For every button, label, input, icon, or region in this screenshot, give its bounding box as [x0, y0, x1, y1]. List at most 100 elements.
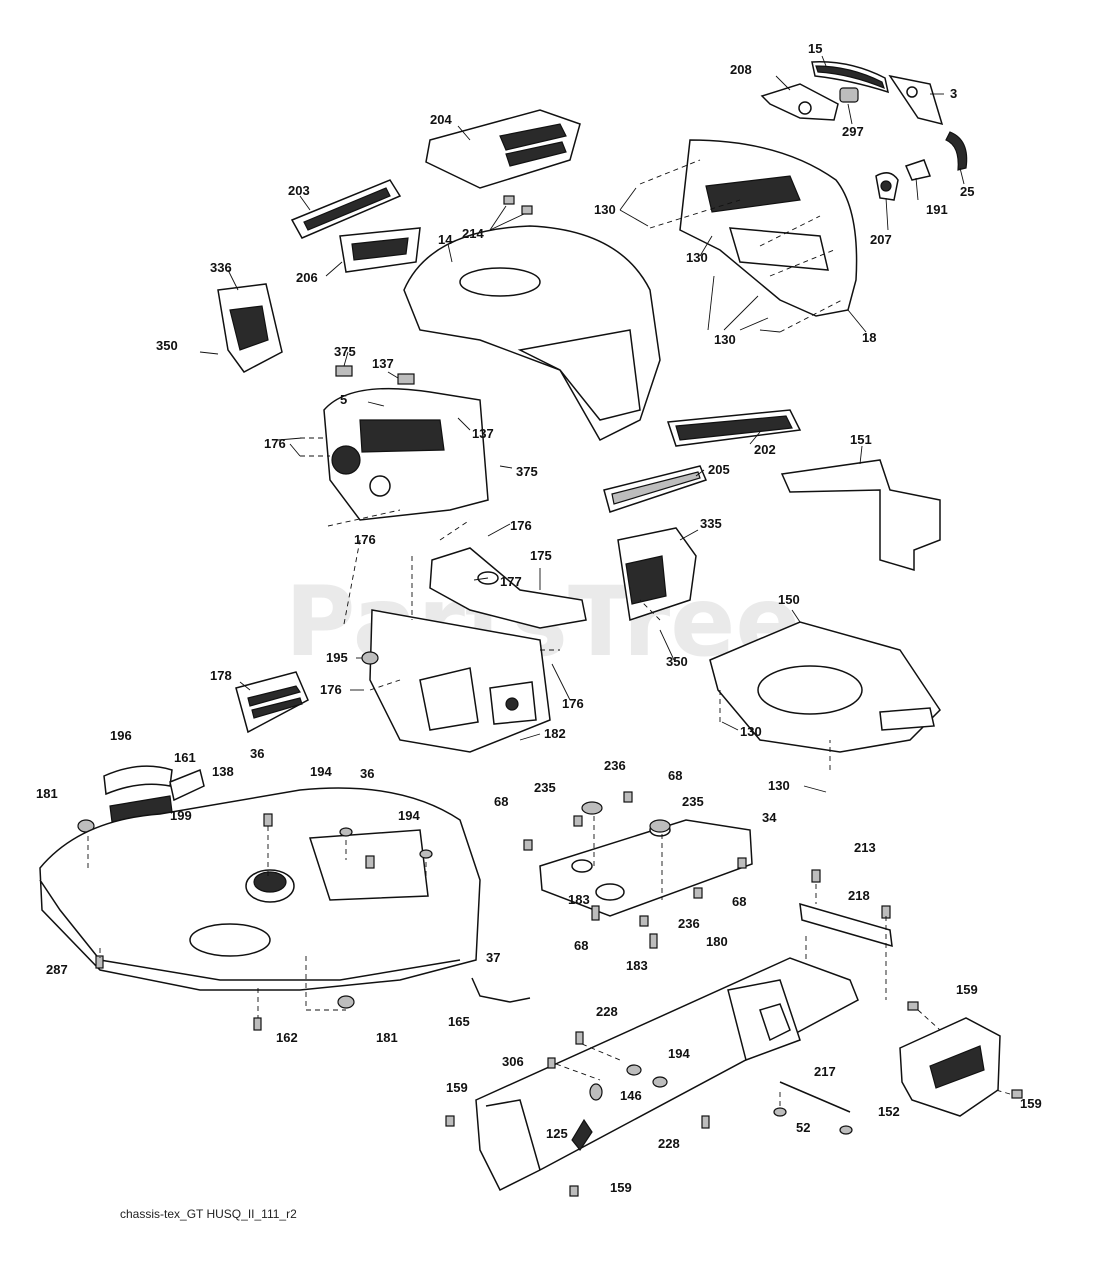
callout-206[interactable]: 206 — [296, 270, 318, 285]
part-146-bushing[interactable] — [589, 1083, 603, 1101]
callout-36-b[interactable]: 36 — [360, 766, 374, 781]
callout-181-a[interactable]: 181 — [36, 786, 58, 801]
callout-34[interactable]: 34 — [762, 810, 777, 825]
part-181-grommet[interactable] — [77, 819, 355, 1009]
part-25-trim[interactable] — [945, 131, 968, 171]
callout-199[interactable]: 199 — [170, 808, 192, 823]
callout-181-b[interactable]: 181 — [376, 1030, 398, 1045]
callout-150[interactable]: 150 — [778, 592, 800, 607]
callout-176-d[interactable]: 176 — [320, 682, 342, 697]
part-202-grille[interactable] — [666, 409, 802, 447]
callout-336[interactable]: 336 — [210, 260, 232, 275]
callout-205[interactable]: 205 — [708, 462, 730, 477]
callout-297[interactable]: 297 — [842, 124, 864, 139]
callout-178[interactable]: 178 — [210, 668, 232, 683]
part-335-rear-panel[interactable] — [617, 527, 697, 621]
callout-180[interactable]: 180 — [706, 934, 728, 949]
callout-204[interactable]: 204 — [430, 112, 452, 127]
callout-125[interactable]: 125 — [546, 1126, 568, 1141]
callout-217[interactable]: 217 — [814, 1064, 836, 1079]
part-161-part[interactable] — [169, 768, 205, 802]
callout-146[interactable]: 146 — [620, 1088, 642, 1103]
part-34-mount-plate[interactable] — [539, 819, 753, 917]
part-218-bracket[interactable] — [799, 902, 893, 948]
callout-152[interactable]: 152 — [878, 1104, 900, 1119]
callout-14[interactable]: 14 — [438, 232, 453, 247]
part-206-dash-trim[interactable] — [339, 227, 421, 273]
callout-236-a[interactable]: 236 — [604, 758, 626, 773]
part-68-bolts[interactable] — [523, 791, 747, 927]
part-152-hitch[interactable] — [899, 1017, 1001, 1117]
part-183-bolts[interactable] — [591, 905, 658, 949]
callout-37[interactable]: 37 — [486, 950, 500, 965]
part-182-front-cover[interactable] — [369, 609, 551, 753]
callout-196[interactable]: 196 — [110, 728, 132, 743]
callout-235-b[interactable]: 235 — [682, 794, 704, 809]
part-205-trim[interactable] — [603, 465, 708, 513]
callout-208[interactable]: 208 — [730, 62, 752, 77]
callout-165[interactable]: 165 — [448, 1014, 470, 1029]
part-159-bolts[interactable] — [445, 1001, 1023, 1197]
callout-138[interactable]: 138 — [212, 764, 234, 779]
part-306-screw[interactable] — [547, 1057, 556, 1069]
callout-236-b[interactable]: 236 — [678, 916, 700, 931]
part-297-clip[interactable] — [839, 87, 859, 103]
callout-159-d[interactable]: 159 — [1020, 1096, 1042, 1111]
part-14-hood[interactable] — [403, 225, 661, 441]
part-195-grommet[interactable] — [361, 651, 379, 665]
part-204-hood-panel[interactable] — [425, 109, 581, 189]
callout-68-c[interactable]: 68 — [732, 894, 746, 909]
part-3-lens-housing[interactable] — [888, 74, 944, 126]
callout-25[interactable]: 25 — [960, 184, 974, 199]
part-375-clip[interactable] — [335, 365, 353, 377]
callout-161[interactable]: 161 — [174, 750, 196, 765]
callout-207[interactable]: 207 — [870, 232, 892, 247]
part-350-screw[interactable] — [199, 351, 219, 355]
callout-159-c[interactable]: 159 — [956, 982, 978, 997]
callout-68-d[interactable]: 68 — [574, 938, 588, 953]
callout-183-b[interactable]: 183 — [626, 958, 648, 973]
callout-213[interactable]: 213 — [854, 840, 876, 855]
callout-214[interactable]: 214 — [462, 226, 484, 241]
part-194-nuts-lower[interactable] — [626, 1064, 668, 1088]
part-191-clip[interactable] — [904, 159, 932, 181]
part-203-trim-strip[interactable] — [290, 179, 402, 239]
callout-202[interactable]: 202 — [754, 442, 776, 457]
callout-177[interactable]: 177 — [500, 574, 522, 589]
part-180-frame[interactable] — [475, 957, 859, 1192]
callout-5[interactable]: 5 — [340, 392, 347, 407]
part-336-side-panel[interactable] — [217, 283, 283, 373]
callout-36-a[interactable]: 36 — [250, 746, 264, 761]
part-15-headlight-lens[interactable] — [811, 61, 890, 94]
callout-130-e[interactable]: 130 — [768, 778, 790, 793]
callout-176-c[interactable]: 176 — [354, 532, 376, 547]
callout-350-b[interactable]: 350 — [666, 654, 688, 669]
part-287-screw[interactable] — [95, 955, 104, 969]
callout-176-e[interactable]: 176 — [562, 696, 584, 711]
callout-159-b[interactable]: 159 — [610, 1180, 632, 1195]
part-196-trim[interactable] — [103, 765, 173, 796]
callout-52[interactable]: 52 — [796, 1120, 810, 1135]
part-150-floor-plate[interactable] — [709, 621, 941, 753]
part-37-fender[interactable] — [39, 787, 481, 991]
callout-130-b[interactable]: 130 — [686, 250, 708, 265]
part-217-rod[interactable] — [779, 1081, 851, 1113]
callout-195[interactable]: 195 — [326, 650, 348, 665]
callout-130-d[interactable]: 130 — [740, 724, 762, 739]
part-178-vent[interactable] — [235, 671, 309, 734]
callout-228-b[interactable]: 228 — [658, 1136, 680, 1151]
callout-375-b[interactable]: 375 — [516, 464, 538, 479]
callout-375-a[interactable]: 375 — [334, 344, 356, 359]
part-235-spacer[interactable] — [581, 801, 671, 833]
part-207-headlight[interactable] — [875, 172, 899, 201]
part-18-front-grille-hood[interactable] — [679, 139, 858, 317]
callout-151[interactable]: 151 — [850, 432, 872, 447]
callout-137-a[interactable]: 137 — [372, 356, 394, 371]
part-228-bolts[interactable] — [575, 1031, 710, 1129]
part-125-part[interactable] — [571, 1118, 593, 1152]
callout-306[interactable]: 306 — [502, 1054, 524, 1069]
callout-15[interactable]: 15 — [808, 41, 822, 56]
part-165-rod[interactable] — [471, 977, 531, 1003]
callout-203[interactable]: 203 — [288, 183, 310, 198]
callout-18[interactable]: 18 — [862, 330, 876, 345]
